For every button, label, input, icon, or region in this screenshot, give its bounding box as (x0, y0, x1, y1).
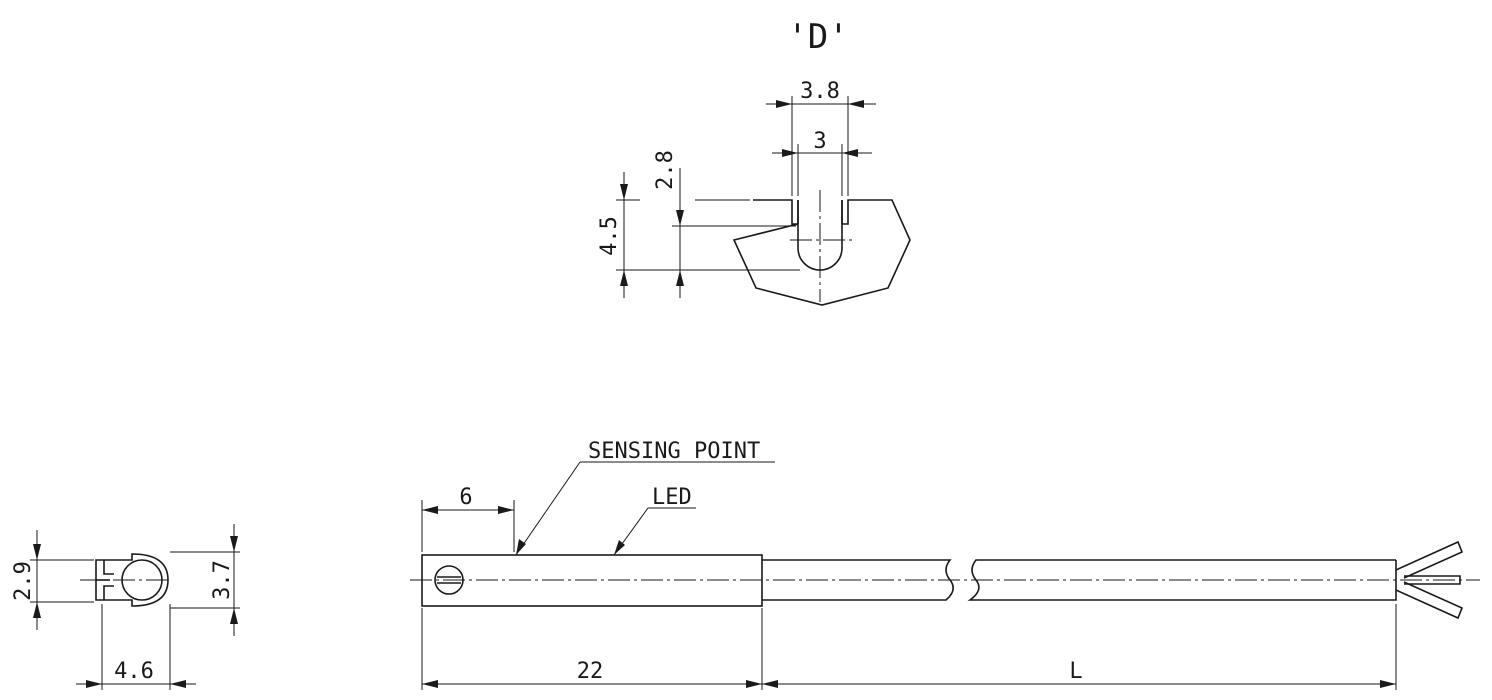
arrow (842, 149, 858, 157)
arrow (1380, 680, 1396, 688)
slot-profile-outline (732, 199, 911, 306)
arrow (33, 602, 41, 618)
arrow (782, 149, 798, 157)
slot-walls (797, 200, 843, 224)
arrow (33, 544, 41, 560)
end-view-tabs (103, 560, 114, 600)
dim-outer-height: 3.7 (210, 560, 235, 600)
arrow (86, 680, 102, 688)
arrow (762, 680, 778, 688)
detail-title: 'D' (787, 17, 848, 57)
arrow (620, 270, 628, 286)
arrow (614, 540, 625, 555)
arrow (422, 680, 438, 688)
detail-d-view: 'D' 3.8 3 2.8 4.5 (597, 17, 911, 306)
arrow (848, 100, 864, 108)
dim-total-depth: 4.5 (597, 216, 622, 256)
callout-led: LED (652, 485, 692, 510)
dim-sensing-offset: 6 (459, 485, 472, 510)
arrow (170, 680, 186, 688)
dim-center-depth: 2.8 (653, 150, 678, 190)
arrow (676, 210, 684, 226)
arrow (230, 536, 238, 552)
arrow (422, 506, 438, 514)
dim-width: 4.6 (114, 659, 154, 684)
arrow (230, 608, 238, 624)
arrow (498, 506, 514, 514)
dim-cable-length: L (1069, 659, 1082, 684)
arrow (746, 680, 762, 688)
arrow (620, 184, 628, 200)
arrow (776, 100, 792, 108)
dim-slot-inner-width: 3 (813, 129, 826, 154)
dim-slot-outer-width: 3.8 (800, 79, 840, 104)
end-view: 2.9 3.7 4.6 (11, 524, 240, 690)
wire-lead-top (1395, 540, 1464, 579)
dim-body-length: 22 (577, 659, 604, 684)
callout-sensing-point: SENSING POINT (588, 439, 760, 464)
side-view: SENSING POINT LED 6 22 L (410, 439, 1480, 690)
leader-sensing-point (515, 461, 581, 556)
wire-lead-bottom (1395, 581, 1464, 620)
arrow (516, 539, 526, 555)
dim-inner-height: 2.9 (11, 561, 36, 601)
arrow (676, 270, 684, 286)
